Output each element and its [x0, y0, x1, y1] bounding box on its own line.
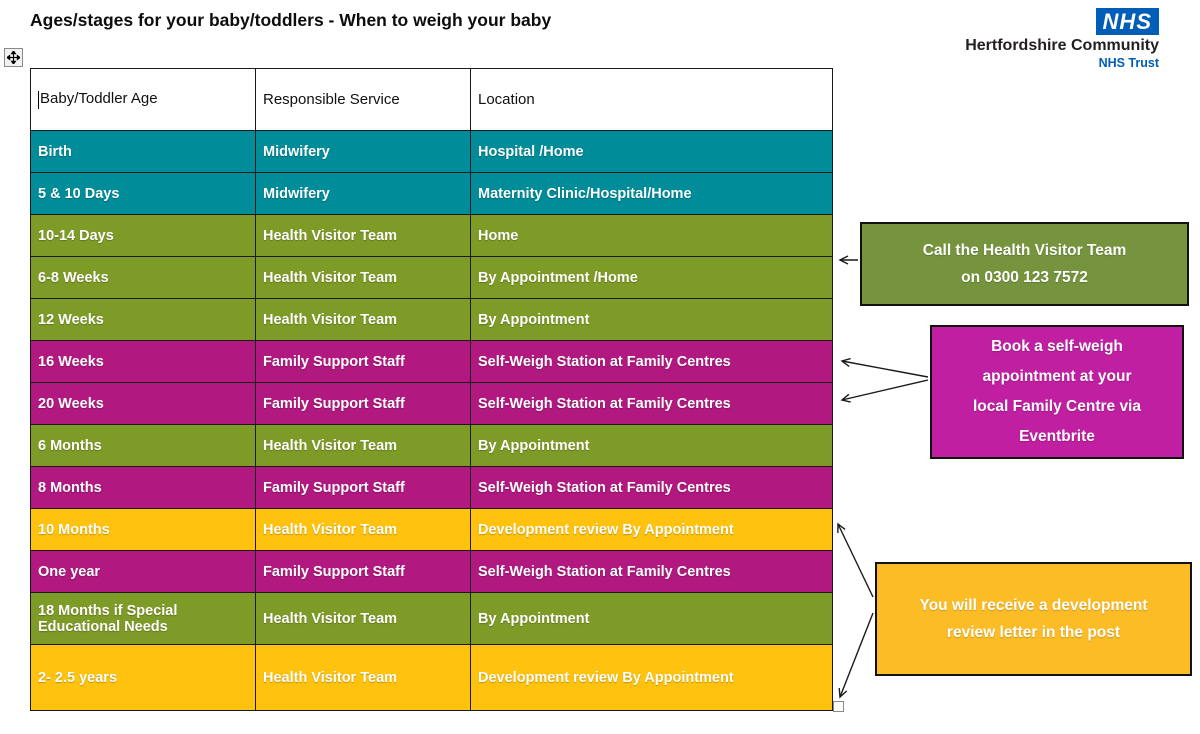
nhs-trust-label: NHS Trust [1098, 56, 1159, 70]
cell-location[interactable]: Self-Weigh Station at Family Centres [470, 550, 833, 593]
header-location[interactable]: Location [470, 68, 833, 131]
cell-age[interactable]: 6-8 Weeks [30, 256, 256, 299]
arrow-self-weigh-20w [840, 379, 929, 403]
cell-location[interactable]: Maternity Clinic/Hospital/Home [470, 172, 833, 215]
cell-age[interactable]: Birth [30, 130, 256, 173]
health-visitor-callout[interactable]: Call the Health Visitor Team on 0300 123… [860, 222, 1189, 306]
cell-age[interactable]: 20 Weeks [30, 382, 256, 425]
cell-location[interactable]: By Appointment [470, 424, 833, 467]
cell-location[interactable]: By Appointment [470, 592, 833, 645]
cell-location[interactable]: Self-Weigh Station at Family Centres [470, 340, 833, 383]
development-review-callout[interactable]: You will receive a development review le… [875, 562, 1192, 676]
cell-location[interactable]: By Appointment [470, 298, 833, 341]
cell-age[interactable]: 12 Weeks [30, 298, 256, 341]
arrow-review-2y [838, 612, 874, 699]
header-responsible-service[interactable]: Responsible Service [255, 68, 471, 131]
cell-location[interactable]: Self-Weigh Station at Family Centres [470, 382, 833, 425]
cell-service[interactable]: Health Visitor Team [255, 508, 471, 551]
arrow-self-weigh-16w [840, 357, 929, 378]
arrow-review-10m [837, 522, 874, 598]
cell-age[interactable]: 5 & 10 Days [30, 172, 256, 215]
cell-location[interactable]: By Appointment /Home [470, 256, 833, 299]
cell-service[interactable]: Family Support Staff [255, 550, 471, 593]
cell-location[interactable]: Hospital /Home [470, 130, 833, 173]
cell-service[interactable]: Health Visitor Team [255, 256, 471, 299]
self-weigh-callout[interactable]: Book a self-weigh appointment at your lo… [930, 325, 1184, 459]
cell-location[interactable]: Self-Weigh Station at Family Centres [470, 466, 833, 509]
nhs-logo-mark: NHS [1095, 8, 1159, 35]
cell-location[interactable]: Development review By Appointment [470, 644, 833, 711]
cell-service[interactable]: Health Visitor Team [255, 298, 471, 341]
move-cross-icon [7, 51, 20, 64]
header-baby-toddler-age[interactable]: Baby/Toddler Age [30, 68, 256, 131]
header-label: Baby/Toddler Age [40, 90, 158, 108]
nhs-logo[interactable]: NHS Hertfordshire Community NHS Trust [933, 8, 1159, 70]
cell-service[interactable]: Health Visitor Team [255, 214, 471, 257]
nhs-org-name: Hertfordshire Community [965, 37, 1159, 54]
cell-service[interactable]: Health Visitor Team [255, 592, 471, 645]
ages-stages-table: Baby/Toddler Age Responsible Service Loc… [30, 68, 833, 711]
cell-age[interactable]: 10 Months [30, 508, 256, 551]
cell-location[interactable]: Development review By Appointment [470, 508, 833, 551]
cell-age[interactable]: 18 Months if Special Educational Needs [30, 592, 256, 645]
cell-service[interactable]: Midwifery [255, 172, 471, 215]
table-resize-handle[interactable] [833, 701, 844, 712]
cell-age[interactable]: 8 Months [30, 466, 256, 509]
header-row: Baby/Toddler Age Responsible Service Loc… [30, 68, 833, 131]
cell-service[interactable]: Family Support Staff [255, 382, 471, 425]
cell-service[interactable]: Health Visitor Team [255, 644, 471, 711]
cell-age[interactable]: 6 Months [30, 424, 256, 467]
cell-service[interactable]: Family Support Staff [255, 340, 471, 383]
cell-service[interactable]: Midwifery [255, 130, 471, 173]
cell-age[interactable]: 2- 2.5 years [30, 644, 256, 711]
cell-age[interactable]: 10-14 Days [30, 214, 256, 257]
table-move-handle-icon[interactable] [4, 48, 23, 67]
cell-age[interactable]: 16 Weeks [30, 340, 256, 383]
cell-location[interactable]: Home [470, 214, 833, 257]
cell-service[interactable]: Family Support Staff [255, 466, 471, 509]
text-cursor [38, 90, 39, 109]
cell-service[interactable]: Health Visitor Team [255, 424, 471, 467]
cell-age[interactable]: One year [30, 550, 256, 593]
page-title[interactable]: Ages/stages for your baby/toddlers - Whe… [30, 10, 552, 30]
